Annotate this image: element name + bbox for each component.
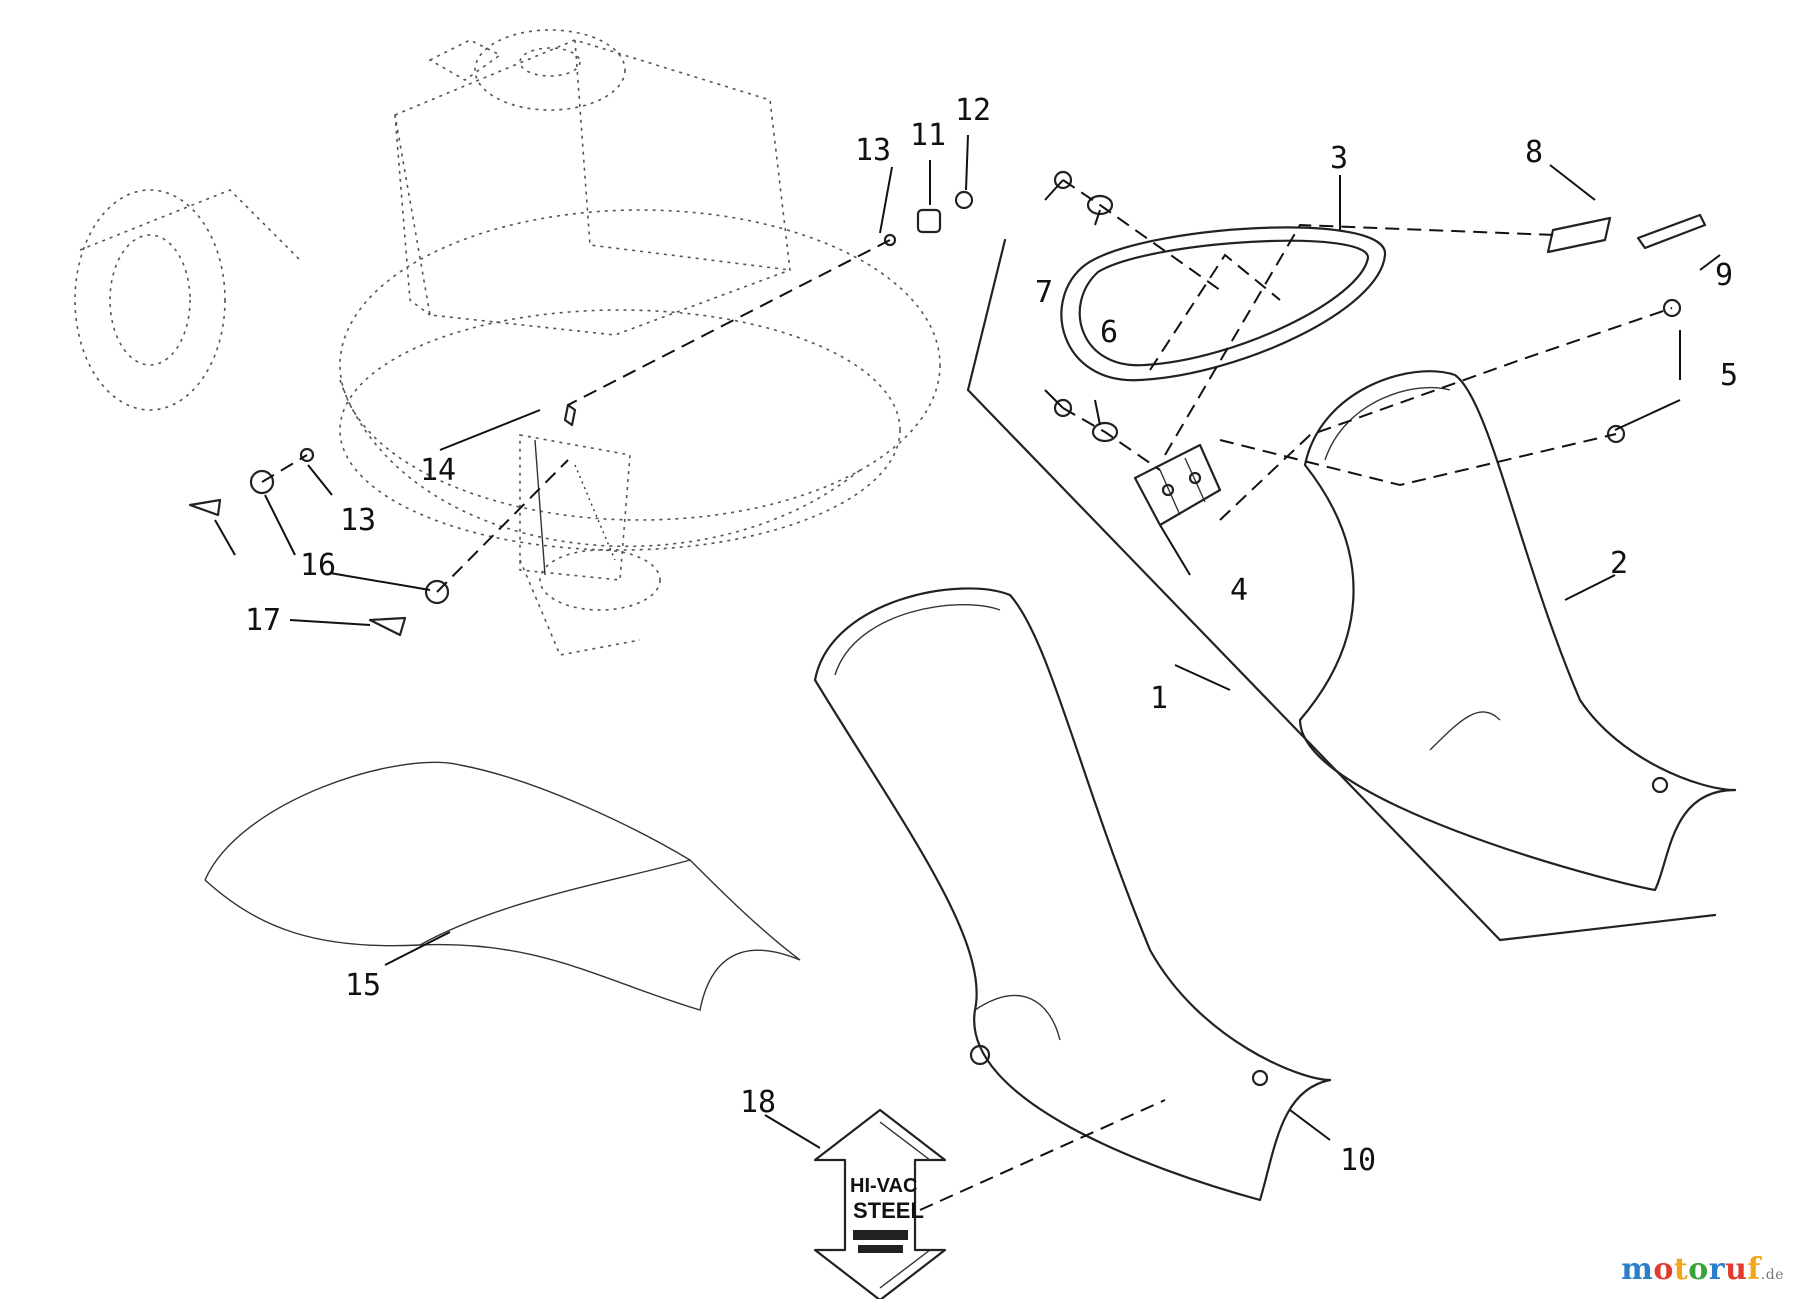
assembly-lines: [261, 179, 1673, 1211]
callout-17: 17: [245, 603, 281, 638]
callout-13-left: 13: [340, 503, 376, 538]
callout-11: 11: [910, 118, 946, 153]
decal-text-hi-vac: HI-VAC: [850, 1175, 917, 1197]
callout-numbers: 1 2 3 4 5 6 7 8 9 10 11 12 13 13 14 15 1…: [245, 93, 1738, 1178]
callout-8: 8: [1525, 135, 1543, 170]
watermark-name: motoruf: [1621, 1252, 1761, 1287]
chute-part-10: [813, 587, 1332, 1202]
callout-2: 2: [1610, 546, 1628, 581]
callout-1: 1: [1150, 681, 1168, 716]
watermark-logo: motoruf.de: [1621, 1252, 1784, 1287]
decal-part-18: HI-VAC STEEL: [813, 1108, 947, 1299]
mower-outline: [74, 29, 941, 656]
callout-7: 7: [1035, 275, 1053, 310]
hardware: [188, 170, 1707, 637]
callout-13-top: 13: [855, 133, 891, 168]
callout-12: 12: [955, 93, 991, 128]
callout-10: 10: [1340, 1143, 1376, 1178]
decal-text-steel: STEEL: [853, 1198, 924, 1223]
callout-3: 3: [1330, 141, 1348, 176]
leaders: [214, 134, 1721, 1149]
callout-14: 14: [420, 453, 456, 488]
callout-4: 4: [1230, 573, 1248, 608]
chute-part-2: [1298, 370, 1737, 892]
deflector-part-15: [204, 761, 801, 1011]
hinge-part-4: [1133, 443, 1222, 527]
callout-16: 16: [300, 548, 336, 583]
callout-5: 5: [1720, 358, 1738, 393]
watermark-tld: .de: [1760, 1267, 1784, 1283]
callout-6: 6: [1100, 315, 1118, 350]
callout-9: 9: [1715, 258, 1733, 293]
callout-15: 15: [345, 968, 381, 1003]
ring-part-3: [1060, 226, 1387, 382]
callout-18: 18: [740, 1085, 776, 1120]
plate-outline-1: [966, 238, 1717, 942]
